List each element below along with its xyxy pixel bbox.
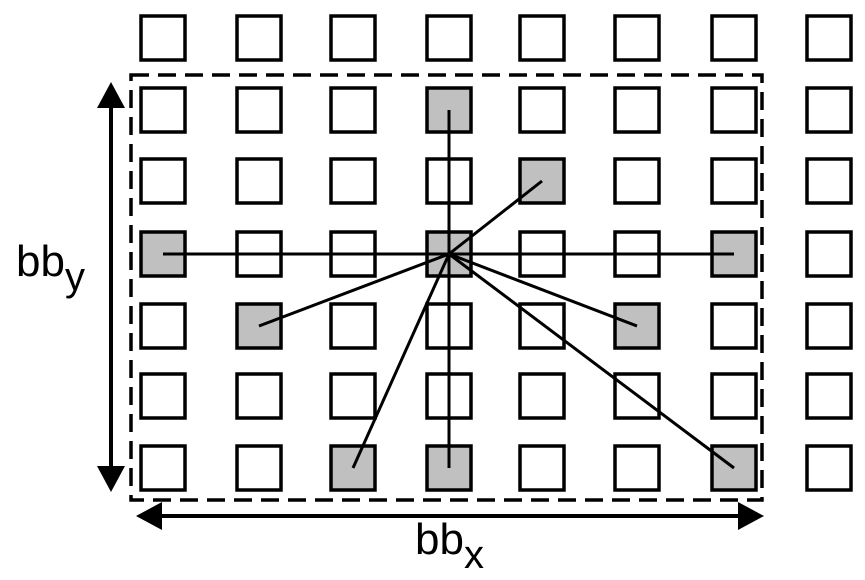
grid-cell [805, 14, 853, 62]
grid-cell [710, 14, 758, 62]
grid-cell [805, 372, 853, 420]
connection-line [448, 179, 543, 256]
grid-cell [139, 372, 187, 420]
grid-cell [518, 444, 566, 492]
bb-x-arrow [136, 502, 764, 530]
grid-cell [235, 372, 283, 420]
bounding-box-dashed [129, 73, 764, 502]
grid-cell [518, 372, 566, 420]
grid-cell [235, 14, 283, 62]
connection-line [448, 252, 638, 328]
grid-cell [518, 86, 566, 134]
grid-cell [518, 14, 566, 62]
grid-cell [425, 14, 473, 62]
connection-line [351, 253, 451, 469]
grid-cell [710, 302, 758, 350]
bb-x-label: bbx [415, 515, 484, 577]
grid-cell [710, 86, 758, 134]
grid-cell [235, 86, 283, 134]
highlighted-cell [235, 302, 283, 350]
grid-cell [139, 14, 187, 62]
grid-cell [805, 444, 853, 492]
grid-cell [329, 157, 377, 205]
grid-cell [613, 444, 661, 492]
connection-line [448, 252, 735, 470]
grid-cell [805, 230, 853, 278]
grid-cell [329, 372, 377, 420]
connection-line [258, 252, 450, 328]
grid-cell [613, 157, 661, 205]
grid-cell [329, 14, 377, 62]
grid-cell [329, 302, 377, 350]
grid-cell [139, 157, 187, 205]
connection-lines [163, 110, 735, 470]
bb-y-arrow [97, 82, 125, 492]
grid-cell [710, 157, 758, 205]
grid-cell [139, 302, 187, 350]
grid-cell [235, 157, 283, 205]
grid-cell [805, 302, 853, 350]
grid-cell [805, 86, 853, 134]
grid-cell [329, 86, 377, 134]
bb-y-label: bby [16, 237, 85, 299]
grid-cell [710, 372, 758, 420]
grid-cell [235, 444, 283, 492]
grid-cell [139, 86, 187, 134]
grid-cell [139, 444, 187, 492]
grid-cell [805, 157, 853, 205]
grid-cell [613, 14, 661, 62]
grid-cell [613, 86, 661, 134]
